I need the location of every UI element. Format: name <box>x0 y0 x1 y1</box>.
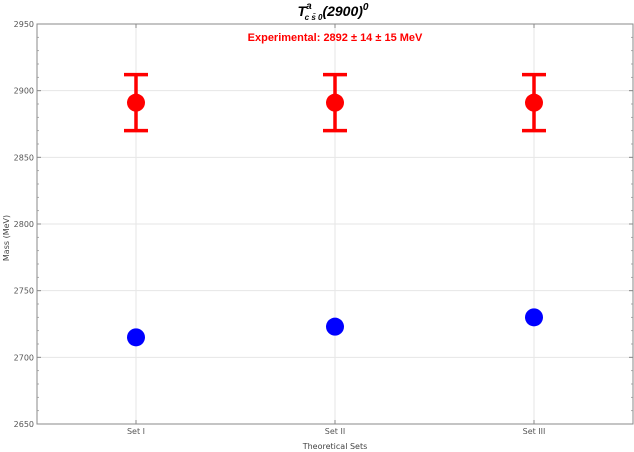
x-axis-title: Theoretical Sets <box>302 442 368 451</box>
x-tick-label: Set III <box>523 427 546 436</box>
x-tick-label: Set II <box>325 427 345 436</box>
experimental-point <box>525 93 543 112</box>
experimental-annotation: Experimental: 2892 ± 14 ± 15 MeV <box>248 32 423 44</box>
theory-point <box>127 328 145 347</box>
data-marks <box>124 72 546 347</box>
y-tick-label: 2850 <box>14 153 34 162</box>
x-tick-label: Set I <box>127 427 145 436</box>
experimental-point <box>127 93 145 112</box>
y-axis: 2650 2700 2750 2800 2850 2900 2950 <box>14 20 633 429</box>
x-axis: Set I Set II Set III <box>127 24 545 436</box>
theory-point <box>326 317 344 336</box>
y-tick-label: 2700 <box>14 353 34 362</box>
y-tick-label: 2750 <box>14 287 34 296</box>
y-tick-label: 2650 <box>14 420 34 429</box>
y-tick-label: 2950 <box>14 20 34 29</box>
y-tick-label: 2900 <box>14 87 34 96</box>
experimental-point <box>326 93 344 112</box>
y-tick-label: 2800 <box>14 220 34 229</box>
y-axis-title: Mass (MeV) <box>2 215 11 261</box>
theory-point <box>525 308 543 327</box>
